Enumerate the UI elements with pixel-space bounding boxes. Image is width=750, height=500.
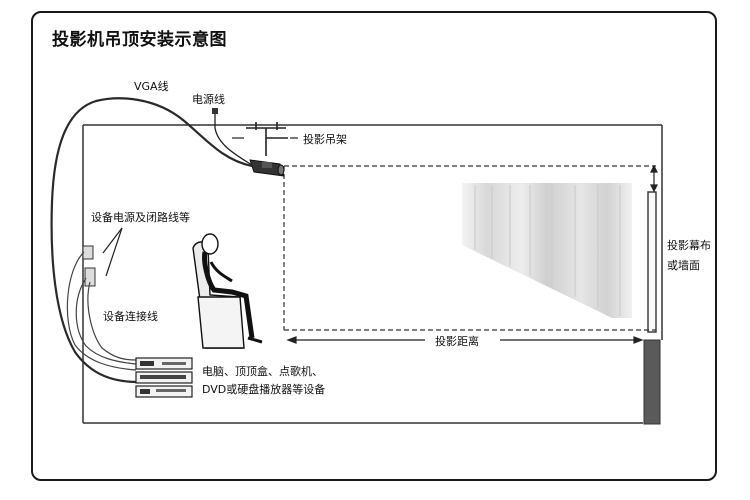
power-cable	[214, 110, 253, 166]
wall-socket-bottom	[84, 267, 96, 287]
screen-gap-arrow	[650, 164, 658, 193]
projected-image-stripes	[474, 185, 621, 316]
power-plug	[212, 108, 218, 114]
devices-label-line1: 电脑、顶顶盒、点歌机、	[202, 365, 323, 378]
projection-screen	[647, 191, 657, 333]
projector	[249, 159, 285, 177]
room-walls	[82, 124, 663, 424]
vga-cable	[50, 97, 253, 384]
wall-socket-top	[82, 245, 94, 260]
projected-image	[462, 183, 632, 318]
label-pointers	[102, 137, 298, 277]
power-cable-label: 电源线	[192, 93, 225, 106]
viewer-in-chair	[192, 233, 263, 349]
distance-label: 投影距离	[433, 333, 481, 349]
device-power-label: 设备电源及闭路线等	[91, 211, 190, 224]
screen-label-line1: 投影幕布	[667, 239, 711, 252]
vga-cable-label: VGA线	[134, 80, 169, 93]
screen-label-line2: 或墙面	[667, 259, 700, 272]
av-equipment	[135, 357, 193, 398]
device-cables	[66, 251, 137, 371]
device-connection-label: 设备连接线	[103, 310, 158, 323]
wall-column	[643, 339, 661, 425]
distance-arrow	[286, 336, 644, 344]
projection-beam	[283, 165, 656, 331]
mount-label: 投影吊架	[303, 133, 347, 146]
diagram-title: 投影机吊顶安装示意图	[52, 30, 227, 50]
diagram-frame	[31, 11, 717, 481]
devices-label-line2: DVD或硬盘播放器等设备	[202, 383, 326, 396]
projector-mount	[246, 122, 288, 156]
